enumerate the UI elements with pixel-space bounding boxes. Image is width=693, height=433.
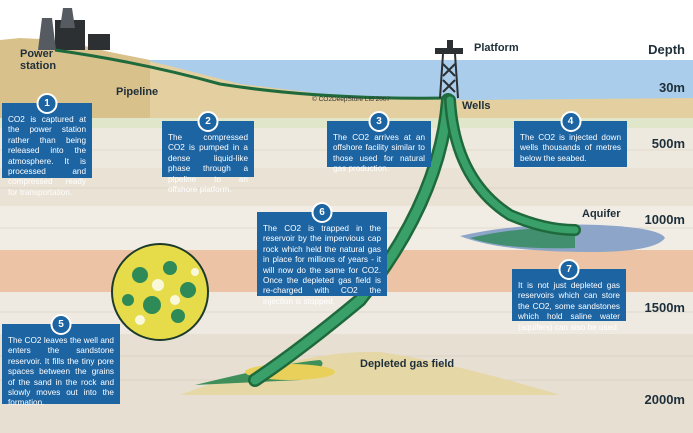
step-6-text: The CO2 is trapped in the reservoir by t… xyxy=(263,224,381,306)
platform-label: Platform xyxy=(474,42,519,54)
step-2-text: The compressed CO2 is pumped in a dense … xyxy=(168,133,248,195)
pore-white-grains xyxy=(135,268,199,325)
step-2-number: 2 xyxy=(197,111,219,132)
step-3-box: 3 The CO2 arrives at an offshore facilit… xyxy=(327,111,431,173)
gas-field-mound xyxy=(180,351,560,395)
step-7-box: 7 It is not just depleted gas reservoirs… xyxy=(512,259,626,332)
step-4-text: The CO2 is injected down wells thousands… xyxy=(520,133,621,163)
power-station-label: Power station xyxy=(20,48,57,72)
depth-500m: 500m xyxy=(651,136,685,151)
step-3-number: 3 xyxy=(368,111,390,132)
sand-layer xyxy=(0,48,693,118)
copyright: © CO2DeepStore Ltd 2007 xyxy=(312,96,391,103)
depleted-gas-field-label: Depleted gas field xyxy=(360,358,455,370)
step-5-number: 5 xyxy=(50,314,72,335)
step-1-number: 1 xyxy=(36,93,58,114)
depth-heading: Depth xyxy=(648,42,685,57)
step-5-text: The CO2 leaves the well and enters the s… xyxy=(8,336,114,408)
step-7-number: 7 xyxy=(558,259,580,280)
step-1-box: 1 CO2 is captured at the power station r… xyxy=(2,93,92,197)
aquifer-label: Aquifer xyxy=(582,208,621,220)
platform-graphic xyxy=(435,40,463,99)
depth-2000m: 2000m xyxy=(644,392,685,407)
depth-30m: 30m xyxy=(658,80,685,95)
depth-1500m: 1500m xyxy=(644,300,685,315)
wells-label: Wells xyxy=(462,100,491,112)
step-4-box: 4 The CO2 is injected down wells thousan… xyxy=(514,111,627,167)
pore-grains xyxy=(122,261,196,323)
power-station-graphic xyxy=(38,8,110,50)
step-6-box: 6 The CO2 is trapped in the reservoir by… xyxy=(257,202,387,306)
step-5-box: 5 The CO2 leaves the well and enters the… xyxy=(2,314,120,407)
step-4-number: 4 xyxy=(560,111,581,132)
pipeline-label: Pipeline xyxy=(116,86,159,98)
step-2-box: 2 The compressed CO2 is pumped in a dens… xyxy=(162,111,254,194)
step-6-number: 6 xyxy=(311,202,333,223)
step-1-text: CO2 is captured at the power station rat… xyxy=(8,115,86,197)
step-7-text: It is not just depleted gas reservoirs w… xyxy=(518,281,620,332)
well-to-aquifer-inner xyxy=(446,96,579,234)
depth-1000m: 1000m xyxy=(644,212,685,227)
pipeline-line xyxy=(54,48,451,100)
stratum-grey xyxy=(0,168,693,206)
step-3-text: The CO2 arrives at an offshore facility … xyxy=(333,133,425,174)
